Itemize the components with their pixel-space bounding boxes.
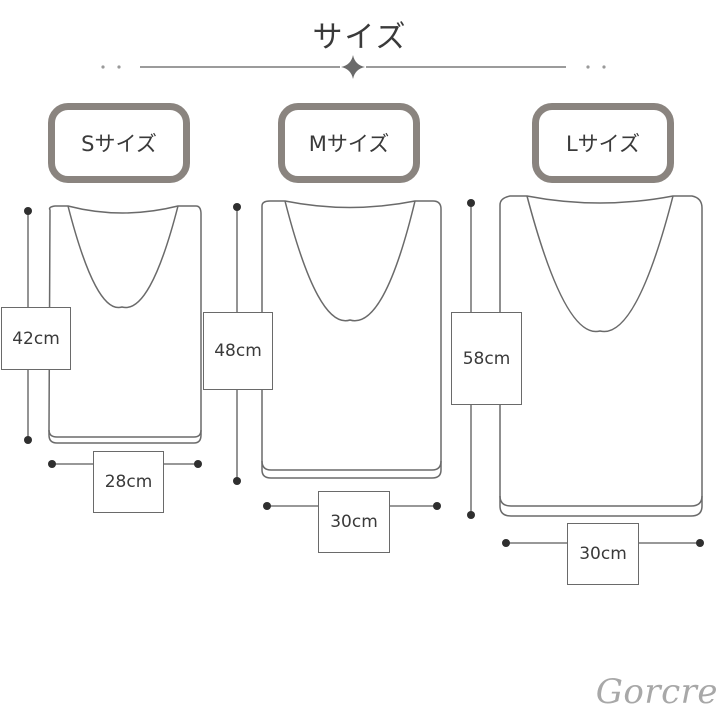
size-tab-s: Sサイズ [48,103,190,183]
m-length-label: 48cm [203,312,273,390]
l-length-label: 58cm [451,312,522,405]
s-width-label: 28cm [93,451,164,513]
measure-endpoints [24,199,704,547]
garment-s [48,205,202,444]
divider-dots [101,65,606,69]
brand-logo: Gorcre [595,672,718,712]
s-length-label: 42cm [1,307,71,370]
l-width-label: 30cm [567,523,639,585]
page-title: サイズ [312,20,408,55]
size-tab-l: Lサイズ [532,103,674,183]
m-width-label: 30cm [318,491,390,553]
garment-m [261,200,442,479]
garment-l [499,195,703,517]
diamond-ornament-icon [341,55,365,79]
size-tab-m: Mサイズ [278,103,420,183]
